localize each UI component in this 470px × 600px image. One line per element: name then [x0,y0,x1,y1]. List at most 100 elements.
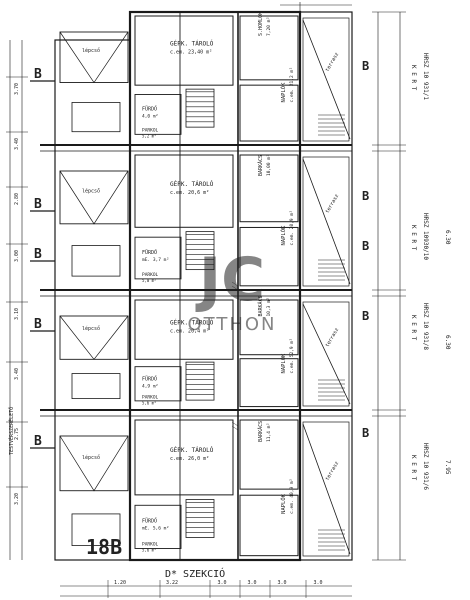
room-name-living: NAPLÓK [280,225,287,246]
left-dim-6: 3.40 [14,368,20,380]
garage-room-2 [134,154,234,228]
living-room-3 [239,358,299,408]
hatch-line [231,425,239,431]
room-name-garage: GÉPK. TÁROLÓ [170,39,214,47]
left-dim-4: 3.00 [14,250,20,262]
right-dim-1: 6.30 [444,230,451,245]
ramp-diagonal-2 [302,158,351,285]
stair-box [185,231,215,271]
room-name-garage: GÉPK. TÁROLÓ [170,446,214,454]
room-name-living: NAPLÓK [280,493,287,514]
section-cut-1: B [34,67,42,82]
storage-box-3 [71,373,121,399]
plot-kert-3: K E R T [410,315,417,341]
left-terrace-column [54,39,131,561]
left-dim-2: 3.40 [14,138,20,150]
ramp-diagonal-3 [302,303,351,405]
room-name-bath: FÜRDŐ [142,518,157,525]
balcony-steps-4 [318,529,345,551]
plot-hrsz-2: HRSZ 10930/10 [422,213,429,260]
stair-label: lépcső [82,325,100,332]
right-dim-3: 7.95 [444,460,451,475]
stair-label: lépcső [82,454,100,461]
left-dim-8: 3.20 [14,493,20,505]
room-area-garage: c.em. 26,0 m² [170,456,209,462]
plot-kert-1: K E R T [410,65,417,91]
left-dim-1: 3.70 [14,83,20,95]
left-dim-5: 3.10 [14,308,20,320]
bath-room-2 [134,236,182,280]
bottom-dim-4: 3.0 [247,580,256,586]
section-cut-right-4: B [362,309,369,323]
room-name-side: BARKÁCS [257,155,264,176]
section-cut-right-2: B [362,189,369,203]
terrace-roof-1 [59,31,129,84]
room-area-bath: mE. 3,7 m² [142,257,169,263]
stair-label: lépcső [82,47,100,54]
bottom-dim-5: 3.0 [277,580,286,586]
section-cut-right-5: B [362,426,369,440]
left-dim-3: 2.80 [14,193,20,205]
room-area-garage: c.em. 20,4 m² [170,329,209,335]
room-area-garage: c.em. 20,6 m² [170,190,209,196]
hatched-areas [231,281,239,431]
room-area-living: c.em. 40,9 m² [289,479,295,514]
ramp-box-1 [302,17,350,142]
room-name-bath: FÜRDŐ [142,375,157,382]
bottom-dim-2: 3.22 [166,580,178,586]
plot-kert-2: K E R T [410,225,417,251]
stair-4 [185,499,215,538]
balcony-steps-1 [318,114,345,136]
storage-box-4 [71,513,121,546]
living-room-1 [239,84,299,142]
storage-box-2 [71,245,121,277]
section-marker: D* SZEKCIÓ [165,567,225,580]
room-name-parkol: PARKOL [142,542,159,548]
terrace-roof-4 [59,435,129,492]
stair-box [185,361,215,401]
room-area-side: 7,20 m² [266,17,272,36]
room-area-parkol: 5,0 m² [142,278,156,283]
room-area-side: 11,4 m² [266,423,272,442]
room-area-side: 10,00 m² [266,154,272,176]
ramp-box-4 [302,421,350,557]
section-cut-3: B [34,247,42,262]
living-room-2 [239,226,299,287]
stair-2 [185,231,215,271]
watermark: JC OTTHON [187,245,276,335]
section-cut-right-1: B [362,59,369,73]
section-cut-2: B [34,197,42,212]
bath-room-3 [134,366,182,402]
room-area-living: c.em. 20,9 m² [289,210,295,245]
room-area-parkol: 5,6 m² [142,548,156,553]
room-area-side: 10,3 m² [266,298,272,317]
room-name-parkol: PARKOL [142,272,159,278]
hatch-line [231,421,239,427]
room-name-bath: FÜRDŐ [142,105,157,112]
room-name-garage: GÉPK. TÁROLÓ [170,180,214,188]
plot-hrsz-3: HRSZ 10 931/8 [422,303,429,350]
stair-1 [185,88,215,128]
stair-box [185,499,215,538]
hatch-line [231,285,239,291]
side-room-1 [239,15,299,81]
side-room-4 [239,419,299,490]
room-name-parkol: PARKOL [142,395,159,401]
right-ramp-column [299,11,353,561]
living-room-4 [239,494,299,557]
terrace-roof-2 [59,170,129,225]
plot-hrsz-1: HRSZ 10 931/1 [422,53,429,100]
side-room-3 [239,299,299,356]
right-dim-2: 6.30 [444,335,451,350]
room-area-parkol: 5,2 m² [142,134,156,139]
watermark-text: OTTHON [187,314,276,335]
dimension-lines [6,2,406,598]
plot-kert-4: K E R T [410,455,417,481]
bottom-dim-1: 1.20 [114,580,126,586]
room-area-bath: 4,9 m² [142,383,158,389]
room-name-side: BARKÁCS [257,295,264,316]
garage-room-1 [134,15,234,86]
balcony-steps-3 [318,379,345,401]
